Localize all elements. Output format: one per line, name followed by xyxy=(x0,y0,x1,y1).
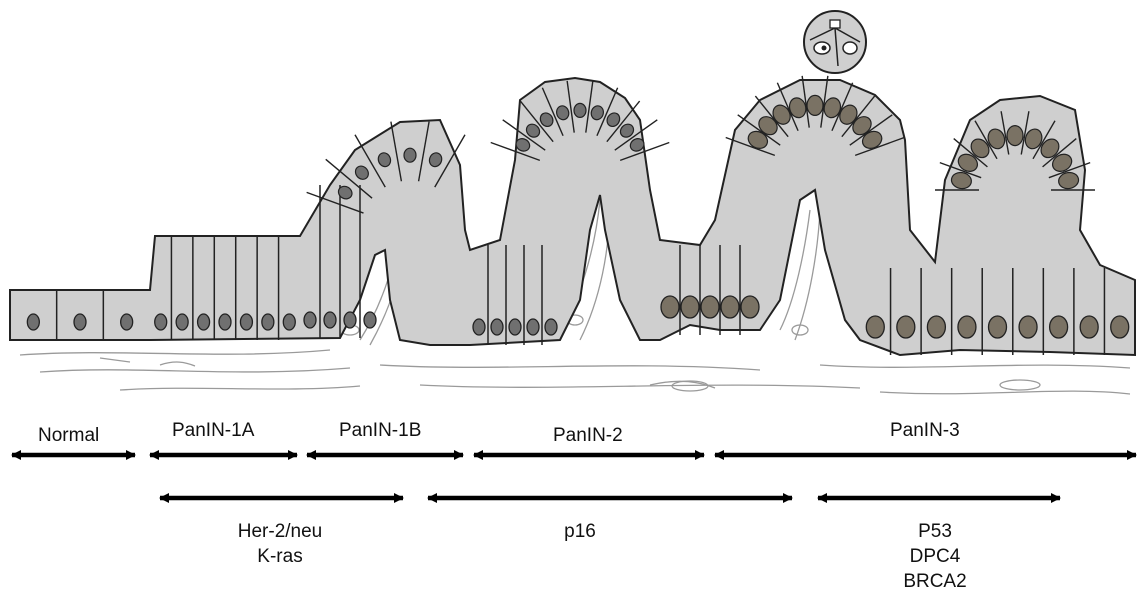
marker-her2-neu: Her-2/neu xyxy=(205,519,355,544)
stage-label-panin-1a: PanIN-1A xyxy=(172,420,254,442)
marker-dpc4: DPC4 xyxy=(880,544,990,569)
epithelium-cells xyxy=(10,76,1135,355)
marker-p16: p16 xyxy=(535,519,625,544)
detached-cell-cluster xyxy=(804,11,866,73)
marker-p53: P53 xyxy=(880,519,990,544)
marker-group-p16: p16 xyxy=(535,519,625,544)
stage-label-panin-3: PanIN-3 xyxy=(890,420,960,442)
stage-label-normal: Normal xyxy=(38,425,99,447)
marker-brca2: BRCA2 xyxy=(880,569,990,594)
marker-k-ras: K-ras xyxy=(205,544,355,569)
stage-label-panin-1b: PanIN-1B xyxy=(339,420,421,442)
marker-group-p53-dpc4-brca2: P53 DPC4 BRCA2 xyxy=(880,519,990,594)
stage-label-panin-2: PanIN-2 xyxy=(553,425,623,447)
marker-group-her2-kras: Her-2/neu K-ras xyxy=(205,519,355,569)
